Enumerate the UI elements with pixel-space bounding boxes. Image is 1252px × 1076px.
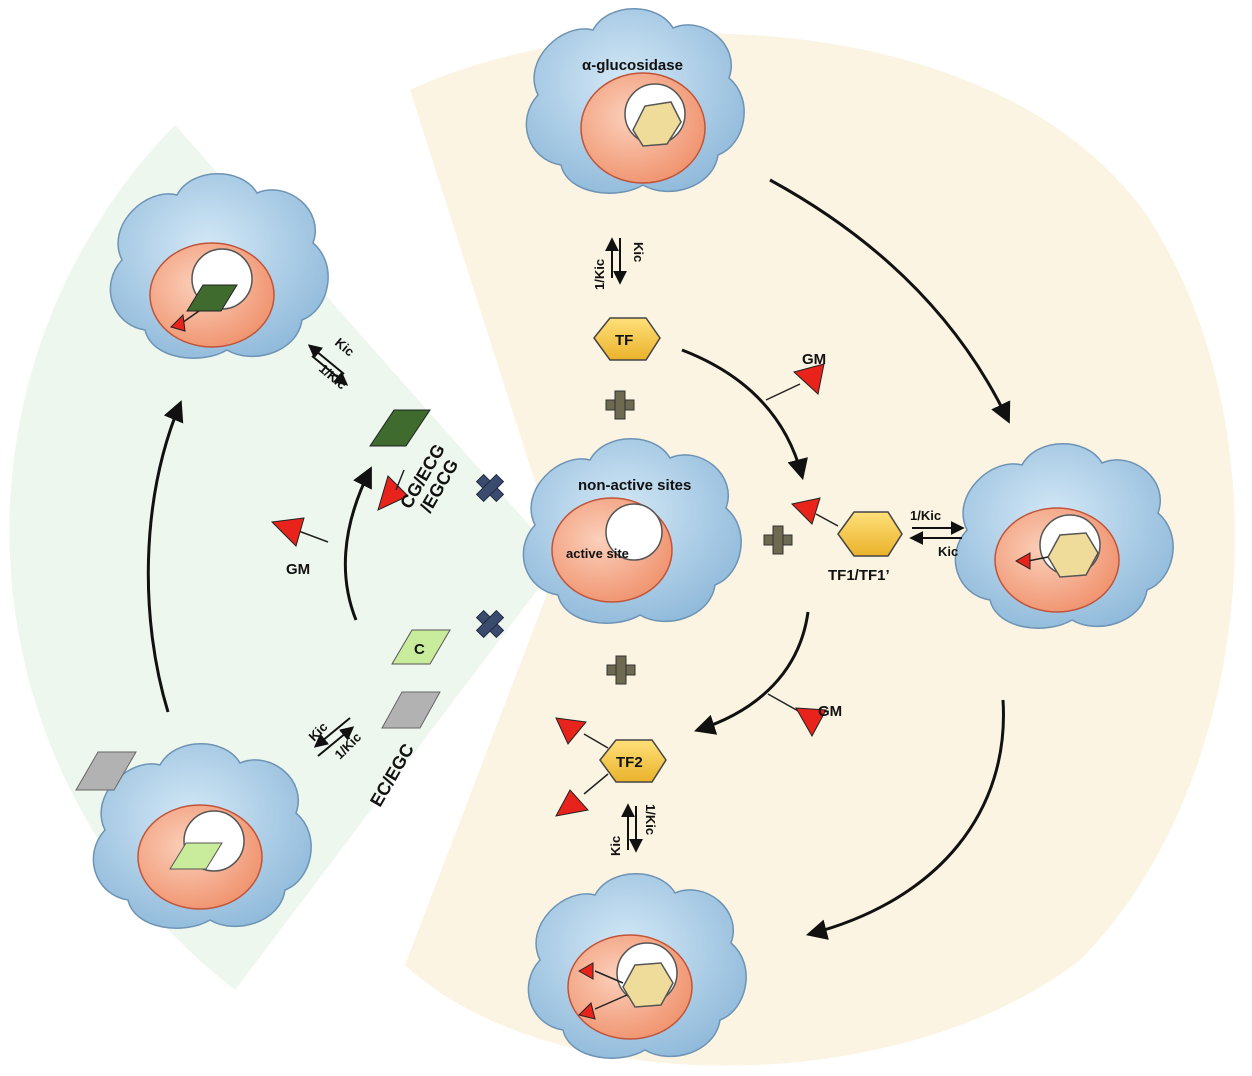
arrow-tf1-to-tf2 bbox=[694, 611, 810, 735]
arrow-right-to-bottom bbox=[805, 699, 1005, 940]
arrow-left-bottom-to-top bbox=[146, 400, 184, 713]
enzyme-cloud-gallate-bound bbox=[109, 173, 329, 359]
catechin-ec-egc-parallelogram-icon bbox=[381, 691, 441, 729]
equilibrium-top bbox=[605, 237, 627, 285]
substrate-hexagon-icon bbox=[632, 101, 682, 147]
equilibrium-left-bottom bbox=[313, 717, 355, 757]
cross-symbol-lower bbox=[475, 609, 505, 639]
inv-kic-bottom-label: 1/Kic bbox=[643, 804, 658, 835]
plus-symbol-bottom bbox=[606, 655, 636, 685]
tf1-label: TF1/TF1’ bbox=[828, 567, 890, 584]
galloyl-triangle-icon bbox=[578, 1002, 596, 1020]
gm-release-left bbox=[270, 517, 329, 547]
c-label: C bbox=[414, 641, 425, 658]
gallate-catechin-bound-icon bbox=[186, 284, 238, 312]
galloyl-triangle-icon bbox=[577, 962, 594, 980]
tf1-hexagon-icon bbox=[837, 511, 903, 557]
cross-symbol-upper bbox=[475, 473, 505, 503]
gm-release-bottom bbox=[767, 693, 827, 738]
tf1-bound-hexagon-icon bbox=[1047, 532, 1099, 578]
tf2-galloyl-triangle-bottom-icon bbox=[555, 789, 589, 817]
non-active-sites-label: non-active sites bbox=[578, 477, 691, 494]
gm-triangle-icon bbox=[792, 363, 825, 395]
catechin-c-parallelogram-icon bbox=[391, 629, 451, 665]
inv-kic-top-label: 1/Kic bbox=[592, 259, 607, 290]
kic-bottom-label: Kic bbox=[608, 836, 623, 856]
arrow-tf-to-tf1 bbox=[681, 348, 808, 481]
enzyme-cloud-tf1-bound bbox=[954, 443, 1174, 629]
gallate-catechin-parallelogram-icon bbox=[369, 409, 431, 447]
tf-hexagon-icon bbox=[593, 317, 661, 361]
plus-symbol-top bbox=[605, 390, 635, 420]
tf2-galloyl-triangle-top-icon bbox=[555, 717, 587, 745]
arrow-enzyme-to-right bbox=[769, 178, 1011, 424]
theaflavin-sector bbox=[405, 33, 1235, 1066]
equilibrium-left-top bbox=[307, 344, 349, 386]
gm-release-top bbox=[765, 363, 825, 401]
free-catechin-parallelogram-icon bbox=[75, 751, 137, 791]
catechin-bound-icon bbox=[169, 842, 223, 870]
enzyme-cloud-center bbox=[522, 438, 742, 624]
gm-triangle-icon bbox=[270, 517, 305, 547]
kic-right-label: Kic bbox=[938, 544, 958, 559]
active-site-label: active site bbox=[566, 546, 629, 561]
alpha-glucosidase-label: α-glucosidase bbox=[582, 57, 683, 74]
gm-bottom-label: GM bbox=[818, 703, 842, 720]
kic-top-label: Kic bbox=[631, 242, 646, 262]
tf1-galloyl-triangle-icon bbox=[790, 497, 821, 525]
inv-kic-right-label: 1/Kic bbox=[910, 508, 941, 523]
gm-left-label: GM bbox=[286, 561, 310, 578]
galloyl-triangle-icon bbox=[170, 313, 186, 332]
enzyme-cloud-catechin-bound bbox=[92, 743, 312, 929]
enzyme-cloud-tf2-bound bbox=[527, 873, 747, 1059]
tf2-hexagon-icon bbox=[599, 739, 667, 783]
tf2-label: TF2 bbox=[616, 754, 643, 771]
galloyl-triangle-icon bbox=[1014, 552, 1031, 570]
tf2-bound-hexagon-icon bbox=[622, 962, 674, 1008]
gm-triangle-icon bbox=[795, 707, 827, 738]
equilibrium-right bbox=[909, 521, 965, 545]
enzyme-cloud-alpha-glucosidase bbox=[525, 8, 745, 194]
gm-top-label: GM bbox=[802, 351, 826, 368]
equilibrium-bottom bbox=[621, 803, 643, 853]
arrow-c-to-gallate bbox=[343, 466, 372, 621]
tf-label: TF bbox=[615, 332, 633, 349]
plus-symbol-right bbox=[763, 525, 793, 555]
